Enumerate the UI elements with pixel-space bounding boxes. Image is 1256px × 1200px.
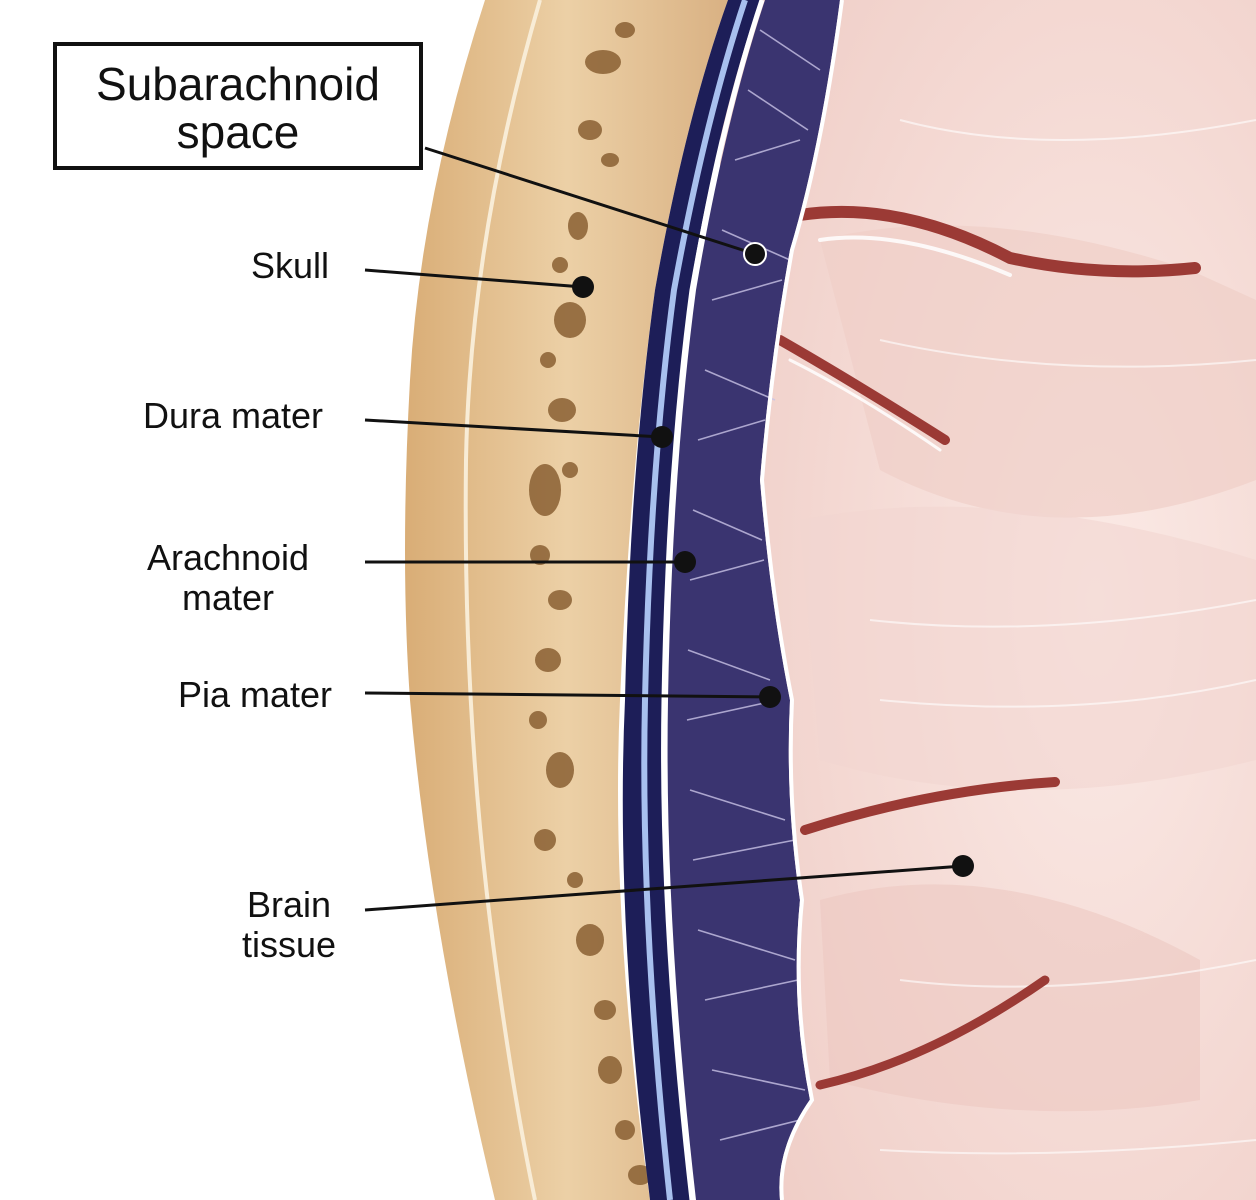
dot-dura bbox=[651, 426, 673, 448]
dot-arachnoid bbox=[674, 551, 696, 573]
subarachnoid-space-area bbox=[667, 0, 840, 1200]
dot-skull bbox=[572, 276, 594, 298]
dura-mater-label-text: Dura mater bbox=[142, 395, 324, 436]
pia-mater-line bbox=[759, 0, 844, 1200]
brain-tissue-label: Brain tissue bbox=[228, 885, 350, 965]
dot-pia bbox=[759, 686, 781, 708]
leader-dots bbox=[572, 242, 974, 877]
leader-subarachnoid bbox=[424, 146, 756, 256]
dura-mater-band bbox=[622, 0, 760, 1200]
leader-skull bbox=[364, 268, 584, 289]
pia-mater-label: Pia mater bbox=[160, 675, 350, 715]
subarachnoid-label-line2: space bbox=[176, 106, 300, 158]
leader-lines bbox=[364, 146, 964, 912]
arachnoid-label-line1: Arachnoid bbox=[146, 537, 310, 578]
dura-mater-label: Dura mater bbox=[128, 396, 338, 436]
gyrus-shading bbox=[820, 225, 1256, 518]
gyrus-shading bbox=[800, 506, 1256, 790]
subarachnoid-space-label-box: Subarachnoid space bbox=[53, 42, 423, 170]
leader-brain bbox=[364, 864, 964, 912]
subarachnoid-label-line1: Subarachnoid bbox=[96, 58, 380, 110]
skull-label: Skull bbox=[240, 246, 340, 286]
white-matter-fibers bbox=[869, 119, 1256, 1155]
arachnoid-membrane bbox=[661, 0, 765, 1200]
sulci-highlights bbox=[788, 235, 1012, 452]
pia-mater-label-text: Pia mater bbox=[177, 674, 333, 715]
leader-dura bbox=[364, 418, 663, 439]
leader-pia bbox=[364, 691, 771, 699]
brain-label-line2: tissue bbox=[241, 924, 337, 965]
dot-subarachnoid bbox=[743, 242, 767, 266]
skull-inner-line bbox=[463, 0, 542, 1200]
dura-mater-highlight bbox=[641, 0, 748, 1200]
arachnoid-mater-label: Arachnoid mater bbox=[130, 538, 326, 618]
diploe-pores bbox=[529, 22, 652, 1185]
sulci bbox=[775, 205, 1201, 1090]
dot-brain bbox=[952, 855, 974, 877]
brain-label-line1: Brain bbox=[246, 884, 332, 925]
skull-label-text: Skull bbox=[250, 245, 330, 286]
arachnoid-label-line2: mater bbox=[181, 577, 275, 618]
